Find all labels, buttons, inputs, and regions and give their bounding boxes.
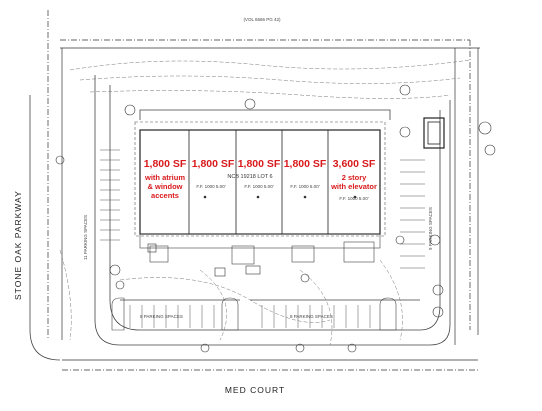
unit-4-area: 1,800 SF — [284, 158, 327, 170]
unit-5-area: 3,600 SF — [333, 158, 376, 170]
unit-3-area: 1,800 SF — [238, 158, 281, 170]
parking-stalls-west — [100, 149, 120, 241]
lot-label: NCB 19218 LOT 6 — [227, 174, 272, 180]
parking-label-south-2: 8 PARKING SPACES — [290, 314, 333, 319]
floor-label-3: F.F. 1000 5.00' — [290, 184, 319, 189]
unit-2-area: 1,800 SF — [192, 158, 235, 170]
building-footprint — [134, 121, 386, 265]
unit-labels: 1,800 SF with atrium & window accents 1,… — [144, 158, 377, 200]
floor-label-1: F.F. 1000 5.00' — [196, 184, 225, 189]
street-label-south: MED COURT — [225, 385, 285, 395]
property-boundary — [47, 10, 480, 371]
unit-5-note-line-2: with elevator — [330, 182, 377, 191]
unit-5-note-line-1: 2 story — [342, 173, 367, 182]
unit-1-note-line-2: & window — [148, 182, 183, 191]
parking-stalls-south — [129, 305, 371, 328]
unit-1-note-line-1: with atrium — [144, 173, 185, 182]
dumpster-enclosure — [423, 117, 445, 149]
unit-1-note-line-3: accents — [151, 191, 179, 200]
parking-label-west: 11 PARKING SPACES — [83, 215, 88, 260]
parking-label-south-1: 8 PARKING SPACES — [140, 314, 183, 319]
floor-label-4: F.F. 1000 5.00' — [339, 196, 368, 201]
contour-lines — [59, 59, 471, 346]
landscape-islands — [111, 297, 397, 331]
utility-marks — [147, 195, 357, 277]
floor-label-2: F.F. 1000 5.00' — [244, 184, 273, 189]
street-label-west: STONE OAK PARKWAY — [13, 190, 23, 300]
drive-curbs — [29, 75, 451, 361]
parking-label-east: 9 PARKING SPACES — [428, 207, 433, 250]
unit-1-area: 1,800 SF — [144, 158, 187, 170]
tree-symbols — [55, 84, 496, 353]
header-note: (VOL 6566 PG 42) — [243, 17, 281, 22]
parking-stalls-east — [400, 159, 425, 269]
